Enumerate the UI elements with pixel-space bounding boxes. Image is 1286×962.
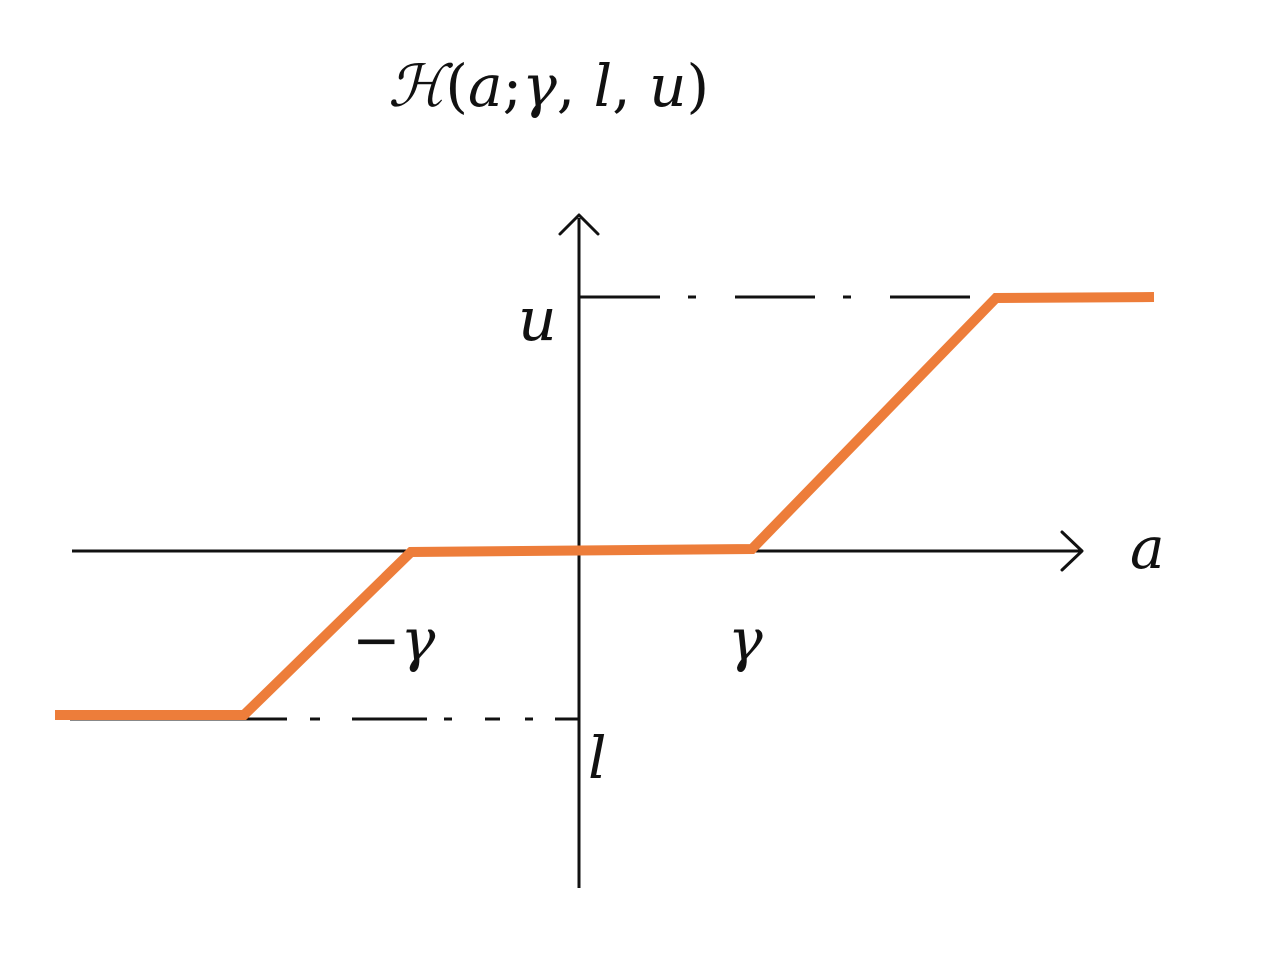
lower-bound-label: l [588, 724, 607, 792]
open-paren: ( [445, 52, 468, 120]
title-comma-2: , [612, 52, 631, 120]
title-param-l: l [593, 52, 613, 120]
close-paren: ) [686, 52, 710, 120]
title-separator: ; [502, 52, 523, 120]
title-comma-1: , [556, 52, 576, 120]
title-param-u: u [649, 52, 687, 120]
x-axis-arrow-icon [1060, 530, 1084, 572]
neg-threshold-label: −γ [352, 606, 436, 674]
function-title: ℋ(a;γ, l, u) [388, 52, 808, 152]
function-curve [55, 292, 1155, 720]
upper-bound-label: u [518, 285, 557, 355]
title-arg-a: a [467, 52, 503, 120]
function-symbol: ℋ [388, 52, 446, 120]
pos-threshold-label: γ [728, 606, 763, 674]
x-axis-label: a [1130, 514, 1165, 582]
y-axis-arrow-icon [558, 213, 600, 236]
title-param-gamma: γ [522, 52, 557, 120]
